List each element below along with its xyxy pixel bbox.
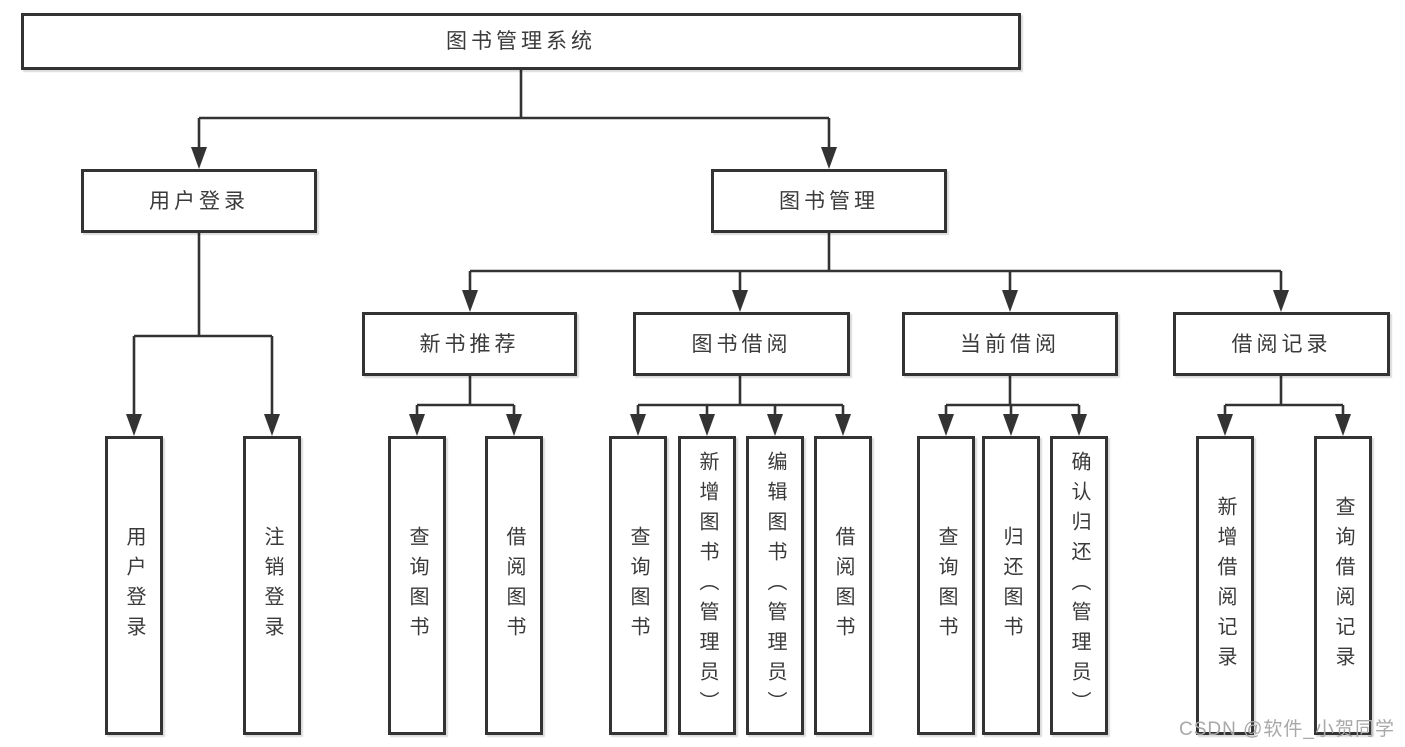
node-book-borrow-label: 图书借阅 [691, 332, 792, 356]
leaf-br-add-record: 新增借阅记录 [1196, 436, 1254, 735]
connector-borrowrecords-to-leaves [1223, 376, 1345, 416]
node-new-book-rec: 新书推荐 [362, 312, 577, 376]
leaf-rec-borrow-book-label: 借阅图书 [503, 525, 525, 646]
leaf-cb-return-book-label: 归还图书 [1000, 525, 1022, 646]
leaf-bb-borrow-book-label: 借阅图书 [832, 525, 854, 646]
node-new-book-rec-label: 新书推荐 [419, 332, 520, 356]
leaf-cb-query-book-label: 查询图书 [935, 525, 957, 646]
leaf-cb-confirm-return: 确认归还（管理员） [1050, 436, 1108, 735]
leaf-rec-borrow-book: 借阅图书 [485, 436, 543, 735]
connector-userlogin-to-leaves [132, 233, 274, 416]
leaf-bb-add-book-label: 新增图书（管理员） [696, 450, 718, 721]
node-borrow-records: 借阅记录 [1173, 312, 1390, 376]
leaf-br-add-record-label: 新增借阅记录 [1214, 495, 1236, 676]
node-current-borrow-label: 当前借阅 [960, 332, 1060, 356]
leaf-bb-edit-book: 编辑图书（管理员） [746, 436, 804, 735]
leaf-logout-label: 注销登录 [261, 525, 283, 646]
connector-bookmgmt-to-level3 [468, 233, 1283, 292]
leaf-cb-query-book: 查询图书 [917, 436, 975, 735]
node-book-mgmt: 图书管理 [711, 169, 947, 233]
leaf-cb-return-book: 归还图书 [982, 436, 1040, 735]
node-book-borrow: 图书借阅 [633, 312, 850, 376]
node-user-login: 用户登录 [81, 169, 317, 233]
leaf-bb-add-book: 新增图书（管理员） [678, 436, 736, 735]
leaf-rec-query-book-label: 查询图书 [406, 525, 428, 646]
connector-currentborrow-to-leaves [944, 376, 1081, 416]
node-root: 图书管理系统 [21, 13, 1021, 70]
node-current-borrow: 当前借阅 [902, 312, 1118, 376]
node-root-label: 图书管理系统 [446, 30, 596, 53]
leaf-br-query-record-label: 查询借阅记录 [1332, 495, 1354, 676]
csdn-watermark: CSDN @软件_小贺同学 [1179, 719, 1395, 740]
leaf-bb-query-book: 查询图书 [609, 436, 667, 735]
connector-root-to-level2 [197, 70, 831, 149]
connector-newbookrec-to-leaves [415, 376, 516, 416]
leaf-bb-borrow-book: 借阅图书 [814, 436, 872, 735]
node-user-login-label: 用户登录 [149, 189, 249, 213]
leaf-logout: 注销登录 [243, 436, 301, 735]
leaf-user-login: 用户登录 [105, 436, 163, 735]
leaf-br-query-record: 查询借阅记录 [1314, 436, 1372, 735]
leaf-bb-query-book-label: 查询图书 [627, 525, 649, 646]
node-book-mgmt-label: 图书管理 [779, 189, 879, 213]
connector-bookborrow-to-leaves [636, 376, 845, 416]
leaf-rec-query-book: 查询图书 [388, 436, 446, 735]
node-borrow-records-label: 借阅记录 [1231, 332, 1332, 356]
leaf-cb-confirm-return-label: 确认归还（管理员） [1068, 450, 1090, 721]
leaf-bb-edit-book-label: 编辑图书（管理员） [764, 450, 786, 721]
leaf-user-login-label: 用户登录 [123, 525, 145, 646]
